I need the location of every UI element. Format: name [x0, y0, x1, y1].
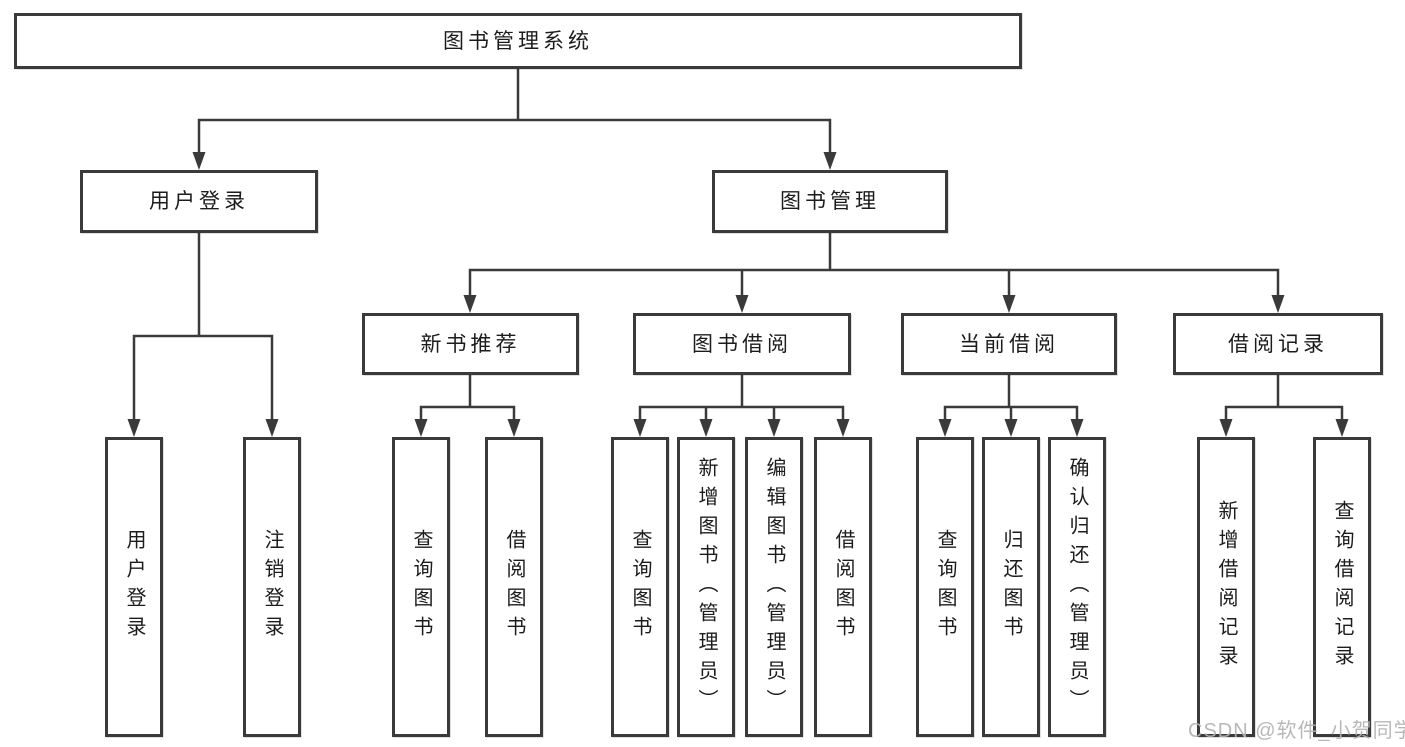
node-current-borrow-label: 当前借阅 [959, 332, 1059, 356]
connector-bookmgmt-to-level3 [468, 231, 1280, 299]
leaf-records-add-record: 新增借阅记录 [1197, 437, 1255, 737]
leaf-current-confirm-return-admin: 确认归还（管理员） [1048, 437, 1106, 737]
leaf-current-confirm-return-admin-label: 确认归还（管理员） [1066, 456, 1088, 718]
leaf-current-return-book: 归还图书 [982, 437, 1040, 737]
leaf-records-add-record-label: 新增借阅记录 [1215, 500, 1237, 674]
leaf-logout-label: 注销登录 [261, 529, 283, 645]
leaf-borrow-add-book-admin-label: 新增图书（管理员） [695, 456, 717, 718]
node-new-book-recommend: 新书推荐 [362, 313, 579, 375]
node-current-borrow: 当前借阅 [901, 313, 1117, 375]
connector-current-to-leaves [943, 373, 1079, 423]
leaf-newrec-query-book-label: 查询图书 [410, 529, 432, 645]
leaf-borrow-add-book-admin: 新增图书（管理员） [677, 437, 735, 737]
leaf-newrec-borrow-book: 借阅图书 [485, 437, 543, 737]
node-book-borrow: 图书借阅 [633, 313, 851, 375]
connector-root-to-level2 [197, 67, 832, 156]
connector-newbooks-to-leaves [419, 373, 516, 423]
leaf-current-query-book-label: 查询图书 [934, 529, 956, 645]
leaf-newrec-query-book: 查询图书 [392, 437, 450, 737]
node-borrow-records-label: 借阅记录 [1228, 332, 1328, 356]
connector-userlogin-to-leaves [132, 231, 274, 423]
node-book-borrow-label: 图书借阅 [692, 332, 792, 356]
leaf-records-query-record-label: 查询借阅记录 [1331, 500, 1353, 674]
leaf-borrow-borrow-book-label: 借阅图书 [832, 529, 854, 645]
node-borrow-records: 借阅记录 [1173, 313, 1383, 375]
node-book-management-label: 图书管理 [780, 190, 880, 213]
node-user-login: 用户登录 [80, 170, 318, 233]
leaf-records-query-record: 查询借阅记录 [1313, 437, 1371, 737]
leaf-borrow-query-book-label: 查询图书 [629, 529, 651, 645]
node-book-management: 图书管理 [712, 170, 948, 233]
connector-records-to-leaves [1224, 373, 1344, 423]
leaf-current-return-book-label: 归还图书 [1000, 529, 1022, 645]
node-library-system: 图书管理系统 [14, 13, 1022, 69]
node-new-book-recommend-label: 新书推荐 [420, 332, 521, 356]
node-user-login-label: 用户登录 [149, 190, 249, 213]
leaf-user-login: 用户登录 [105, 437, 163, 737]
leaf-newrec-borrow-book-label: 借阅图书 [503, 529, 525, 645]
leaf-user-login-label: 用户登录 [123, 529, 145, 645]
csdn-watermark: CSDN @软件_小贺同学 [1188, 720, 1405, 742]
connector-borrow-to-leaves [638, 373, 845, 423]
leaf-borrow-edit-book-admin-label: 编辑图书（管理员） [763, 456, 785, 718]
leaf-logout: 注销登录 [243, 437, 301, 737]
leaf-borrow-query-book: 查询图书 [611, 437, 669, 737]
leaf-borrow-borrow-book: 借阅图书 [814, 437, 872, 737]
node-library-system-label: 图书管理系统 [443, 29, 593, 53]
leaf-current-query-book: 查询图书 [916, 437, 974, 737]
leaf-borrow-edit-book-admin: 编辑图书（管理员） [745, 437, 803, 737]
